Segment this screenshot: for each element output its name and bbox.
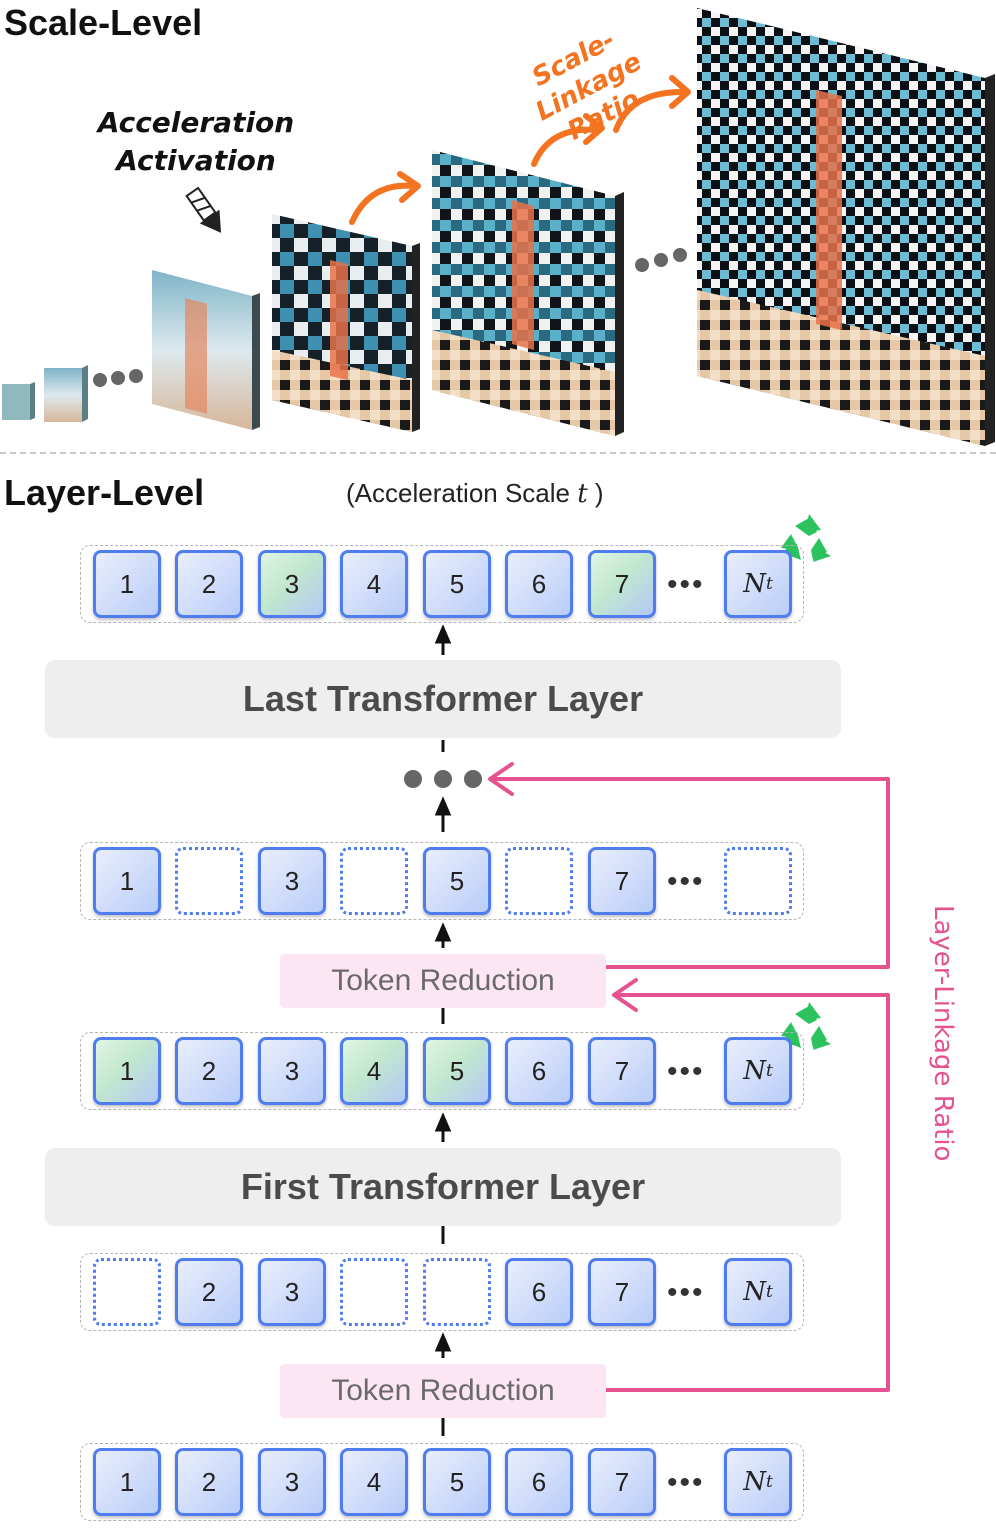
token-empty <box>175 847 243 915</box>
token-7: 7 <box>588 1258 656 1326</box>
nt-base: N <box>743 1467 766 1497</box>
token-7: 7 <box>588 550 656 618</box>
token-6: 6 <box>505 1258 573 1326</box>
token-1: 1 <box>93 550 161 618</box>
scale-panel-4 <box>697 8 995 446</box>
layer-linkage-label: Layer-Linkage Ratio <box>928 905 958 1162</box>
activation-label-line2: Activation <box>116 144 276 177</box>
token-4: 4 <box>340 1448 408 1516</box>
token-empty <box>93 1258 161 1326</box>
scale-note-text: (Acceleration Scale <box>346 478 570 508</box>
scale-panel-2 <box>272 214 420 432</box>
token-7: 7 <box>588 847 656 915</box>
acceleration-scale-note: (Acceleration Scale t ) <box>346 478 604 509</box>
token-6: 6 <box>505 1037 573 1105</box>
nt-base: N <box>743 569 766 599</box>
token-3: 3 <box>258 1448 326 1516</box>
section-divider <box>0 452 996 454</box>
scale-arrow-1 <box>349 171 421 225</box>
ellipsis-icon: ••• <box>667 865 705 898</box>
ellipsis-icon: ••• <box>667 1466 705 1499</box>
scale-panel-1 <box>152 270 260 430</box>
token-7: 7 <box>588 1448 656 1516</box>
nt-base: N <box>743 1277 766 1307</box>
token-empty <box>340 1258 408 1326</box>
token-3: 3 <box>258 847 326 915</box>
layer-linkage-arrows <box>488 762 890 1392</box>
ellipsis-icon <box>635 248 687 272</box>
acceleration-activation-label: Acceleration Activation <box>96 104 296 180</box>
scale-arrow-3 <box>613 75 691 133</box>
token-5: 5 <box>423 847 491 915</box>
token-1: 1 <box>93 847 161 915</box>
ellipsis-icon: ••• <box>667 1055 705 1088</box>
scale-level-graphic <box>2 8 995 446</box>
token-1: 1 <box>93 1037 161 1105</box>
first-transformer-layer: First Transformer Layer <box>45 1148 841 1226</box>
layer-level-title: Layer-Level <box>4 472 205 513</box>
token-6: 6 <box>505 1448 573 1516</box>
nt-sub: t <box>765 1061 773 1081</box>
token-row-pruned-top: 1 3 5 7 ••• <box>80 842 804 920</box>
token-empty <box>724 847 792 915</box>
token-5: 5 <box>423 550 491 618</box>
ellipsis-icon: ••• <box>667 568 705 601</box>
nt-sub: t <box>765 1472 773 1492</box>
token-2: 2 <box>175 1448 243 1516</box>
token-empty <box>505 847 573 915</box>
token-4: 4 <box>340 550 408 618</box>
token-2: 2 <box>175 1258 243 1326</box>
token-5: 5 <box>423 1037 491 1105</box>
ellipsis-icon: ••• <box>667 1276 705 1309</box>
ellipsis-icon <box>93 369 143 387</box>
token-3: 3 <box>258 1037 326 1105</box>
nt-base: N <box>743 1056 766 1086</box>
token-2: 2 <box>175 1037 243 1105</box>
scale-level-title: Scale-Level <box>4 2 203 43</box>
flow-connectors <box>404 514 890 1436</box>
tiny-scale-2 <box>44 365 88 422</box>
token-empty <box>423 1258 491 1326</box>
token-empty <box>340 847 408 915</box>
token-5: 5 <box>423 1448 491 1516</box>
ellipsis-icon <box>404 770 482 788</box>
token-3: 3 <box>258 1258 326 1326</box>
token-1: 1 <box>93 1448 161 1516</box>
activation-arrow-icon <box>185 186 222 233</box>
nt-sub: t <box>765 1282 773 1302</box>
activation-label-line1: Acceleration <box>97 106 295 139</box>
scale-note-close: ) <box>594 478 604 508</box>
token-3: 3 <box>258 550 326 618</box>
token-reduction-top: Token Reduction <box>280 954 606 1008</box>
last-transformer-layer: Last Transformer Layer <box>45 660 841 738</box>
token-6: 6 <box>505 550 573 618</box>
tiny-scale-1 <box>2 382 35 420</box>
scale-note-var: t <box>577 479 588 509</box>
token-4: 4 <box>340 1037 408 1105</box>
token-7: 7 <box>588 1037 656 1105</box>
scale-arrow-2 <box>531 113 605 167</box>
scale-panel-3 <box>432 150 624 436</box>
nt-sub: t <box>765 574 773 594</box>
token-reduction-bottom: Token Reduction <box>280 1364 606 1418</box>
token-2: 2 <box>175 550 243 618</box>
